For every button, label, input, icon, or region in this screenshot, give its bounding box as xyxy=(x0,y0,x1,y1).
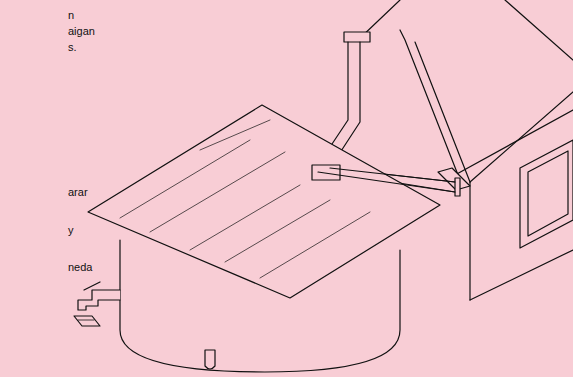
downspout-pipes xyxy=(312,32,460,196)
text-fragment: aigan xyxy=(68,25,95,38)
text-fragment: neda xyxy=(68,261,92,274)
text-fragment: s. xyxy=(68,41,77,54)
text-fragment: y xyxy=(68,224,74,237)
text-fragment: arar xyxy=(68,186,88,199)
house xyxy=(358,0,573,300)
tank-cover xyxy=(88,105,455,298)
text-fragment: n xyxy=(68,9,74,22)
